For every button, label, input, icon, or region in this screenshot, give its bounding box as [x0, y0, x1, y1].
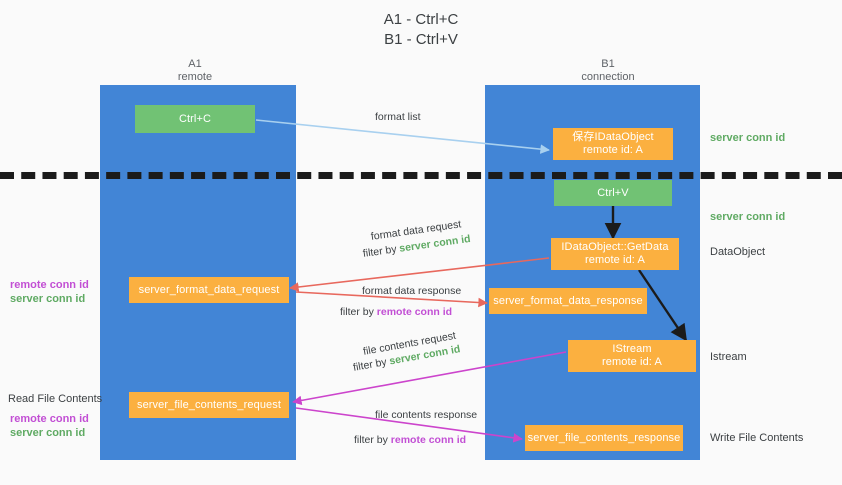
node-format-data-request[interactable]: server_format_data_request	[129, 277, 289, 303]
left-label-server-conn-id-1: server conn id	[10, 292, 85, 307]
edge-label-file-contents-response-text: file contents response	[375, 409, 478, 421]
node-save-idataobject-label: 保存IDataObject	[572, 131, 654, 143]
node-save-idataobject[interactable]: 保存IDataObject remote id: A	[553, 128, 673, 160]
filter-prefix: filter by	[362, 242, 401, 260]
edge-label-file-contents-response: file contents response	[375, 408, 477, 422]
right-label-server-conn-id-1: server conn id	[710, 131, 785, 146]
filter-value-remote-conn-id: remote conn id	[376, 306, 453, 318]
edge-label-format-list: format list	[375, 110, 421, 124]
page-title: A1 - Ctrl+C B1 - Ctrl+V	[383, 11, 459, 48]
right-label-dataobject: DataObject	[710, 245, 765, 260]
left-label-read-file-contents-text: Read File Contents	[8, 393, 103, 405]
node-file-contents-response[interactable]: server_file_contents_response	[525, 425, 683, 451]
right-label-istream: Istream	[710, 350, 747, 365]
filter-prefix: filter by	[354, 434, 391, 446]
node-getdata[interactable]: IDataObject::GetData remote id: A	[551, 238, 679, 270]
left-label-read-file-contents: Read File Contents	[8, 392, 102, 407]
node-format-data-request-label: server_format_data_request	[138, 283, 280, 296]
edge-label-format-data-response-filter: filter by remote conn id	[340, 305, 452, 319]
node-format-data-response-label: server_format_data_response	[493, 294, 643, 307]
column-header-a1-sub: remote	[177, 71, 213, 83]
right-label-istream-text: Istream	[710, 351, 747, 363]
phase-divider	[0, 172, 842, 179]
node-ctrl-v[interactable]: Ctrl+V	[554, 180, 672, 206]
column-header-b1-sub: connection	[581, 71, 635, 83]
edge-label-format-data-response: format data response	[362, 284, 461, 298]
left-label-server-conn-id-2-text: server conn id	[10, 427, 86, 439]
node-format-data-response[interactable]: server_format_data_response	[489, 288, 647, 314]
node-ctrl-v-label: Ctrl+V	[597, 186, 629, 199]
node-istream[interactable]: IStream remote id: A	[568, 340, 696, 372]
right-label-write-file-contents-text: Write File Contents	[710, 432, 804, 444]
right-label-server-conn-id-2-text: server conn id	[710, 211, 786, 223]
left-label-remote-conn-id-2-text: remote conn id	[10, 413, 89, 425]
right-label-server-conn-id-1-text: server conn id	[710, 132, 786, 144]
column-header-a1: A1 remote	[115, 58, 275, 84]
right-label-server-conn-id-2: server conn id	[710, 210, 785, 225]
right-label-dataobject-text: DataObject	[710, 246, 766, 258]
node-file-contents-request-label: server_file_contents_request	[136, 398, 282, 411]
node-file-contents-response-label: server_file_contents_response	[527, 431, 681, 444]
filter-prefix: filter by	[352, 355, 391, 374]
node-save-idataobject-sub: remote id: A	[583, 144, 643, 156]
left-label-remote-conn-id-2: remote conn id	[10, 412, 89, 427]
edge-label-format-list-text: format list	[375, 111, 421, 123]
right-label-write-file-contents: Write File Contents	[710, 431, 803, 446]
node-istream-label: IStream	[612, 343, 652, 355]
edge-label-format-data-response-text: format data response	[362, 285, 462, 297]
filter-value-remote-conn-id: remote conn id	[390, 434, 467, 446]
left-label-server-conn-id-1-text: server conn id	[10, 293, 86, 305]
node-istream-sub: remote id: A	[602, 356, 662, 368]
node-ctrl-c-label: Ctrl+C	[178, 112, 212, 125]
node-file-contents-request[interactable]: server_file_contents_request	[129, 392, 289, 418]
node-ctrl-c[interactable]: Ctrl+C	[135, 105, 255, 133]
column-header-b1: B1 connection	[528, 58, 688, 84]
column-header-a1-name: A1	[188, 58, 202, 70]
node-getdata-sub: remote id: A	[585, 254, 645, 266]
edge-label-file-contents-response-filter: filter by remote conn id	[354, 433, 466, 447]
left-label-remote-conn-id-1: remote conn id	[10, 278, 89, 293]
node-getdata-label: IDataObject::GetData	[561, 241, 669, 253]
column-header-b1-name: B1	[601, 58, 615, 70]
left-label-server-conn-id-2: server conn id	[10, 426, 85, 441]
left-label-remote-conn-id-1-text: remote conn id	[10, 279, 89, 291]
filter-prefix: filter by	[340, 306, 377, 318]
